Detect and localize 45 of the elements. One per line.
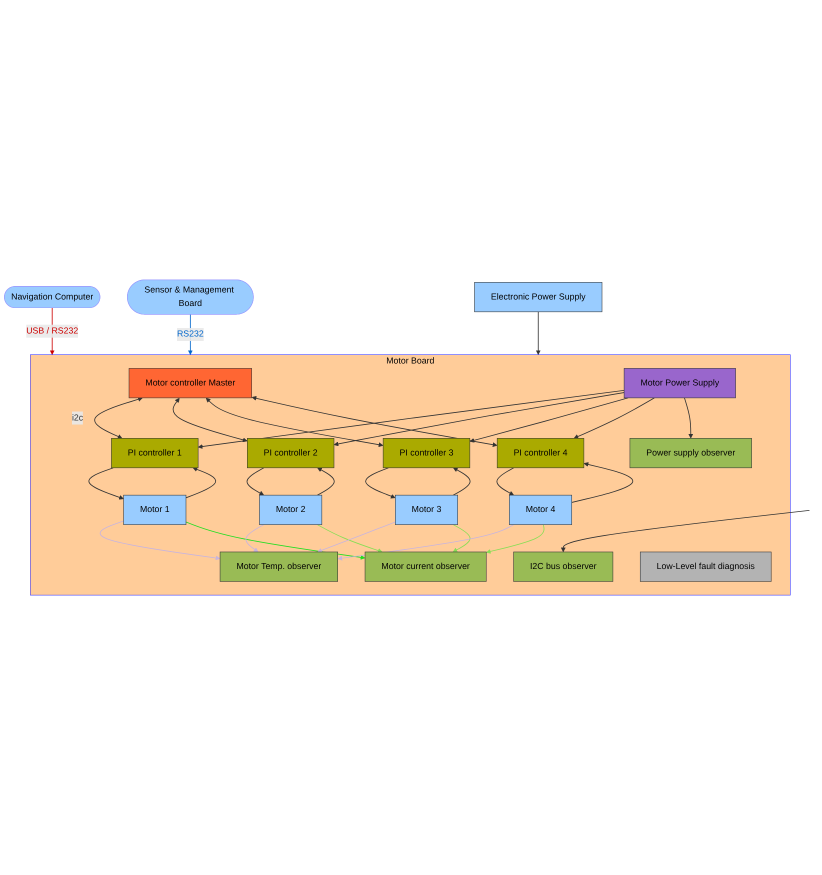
arrow	[560, 510, 810, 552]
arrow	[496, 467, 514, 496]
arrow	[198, 390, 624, 449]
arrow	[317, 522, 396, 553]
node-box: Motor controller Master	[128, 368, 252, 398]
node-box: I2C bus observer	[513, 552, 614, 582]
arrow	[536, 311, 541, 355]
arrow	[88, 467, 124, 500]
arrow	[172, 398, 248, 442]
node-box: PI controller 1	[111, 438, 198, 468]
node-box: Motor 3	[395, 494, 458, 525]
arrow	[452, 468, 471, 496]
arrow	[574, 397, 655, 439]
arrow	[452, 524, 470, 552]
arrow	[246, 524, 264, 552]
node-box: Motor 1	[123, 494, 186, 525]
arrow	[94, 396, 143, 439]
edge-label: i2c	[72, 413, 84, 422]
arrow	[100, 520, 220, 560]
arrow	[317, 468, 335, 496]
arrow	[206, 398, 384, 448]
node-box: Motor current observer	[364, 552, 487, 582]
arrow	[571, 462, 634, 503]
arrow	[317, 524, 383, 553]
arrow	[334, 392, 624, 446]
node-box: Motor Temp. observer	[220, 552, 338, 582]
node-box: Electronic Power Supply	[474, 282, 602, 312]
node-box: PI controller 2	[247, 438, 334, 468]
node-box: PI controller 4	[496, 438, 584, 468]
arrow	[186, 522, 366, 560]
arrow	[186, 467, 216, 498]
node-box: Motor 4	[509, 494, 572, 525]
node-box: Power supply observer	[630, 438, 752, 468]
arrow	[365, 467, 396, 498]
node-box: PI controller 3	[382, 438, 470, 468]
edge-label: RS232	[176, 330, 204, 339]
arrow	[486, 524, 544, 554]
node-box: Motor Power Supply	[624, 368, 736, 398]
arrow	[246, 467, 264, 496]
arrow	[252, 396, 498, 448]
arrow	[470, 397, 628, 443]
node-box: Low-Level fault diagnosis	[640, 552, 772, 582]
arrow	[684, 397, 694, 439]
node-box: Motor 2	[259, 494, 322, 525]
edge-label: USB / RS232	[26, 326, 78, 336]
